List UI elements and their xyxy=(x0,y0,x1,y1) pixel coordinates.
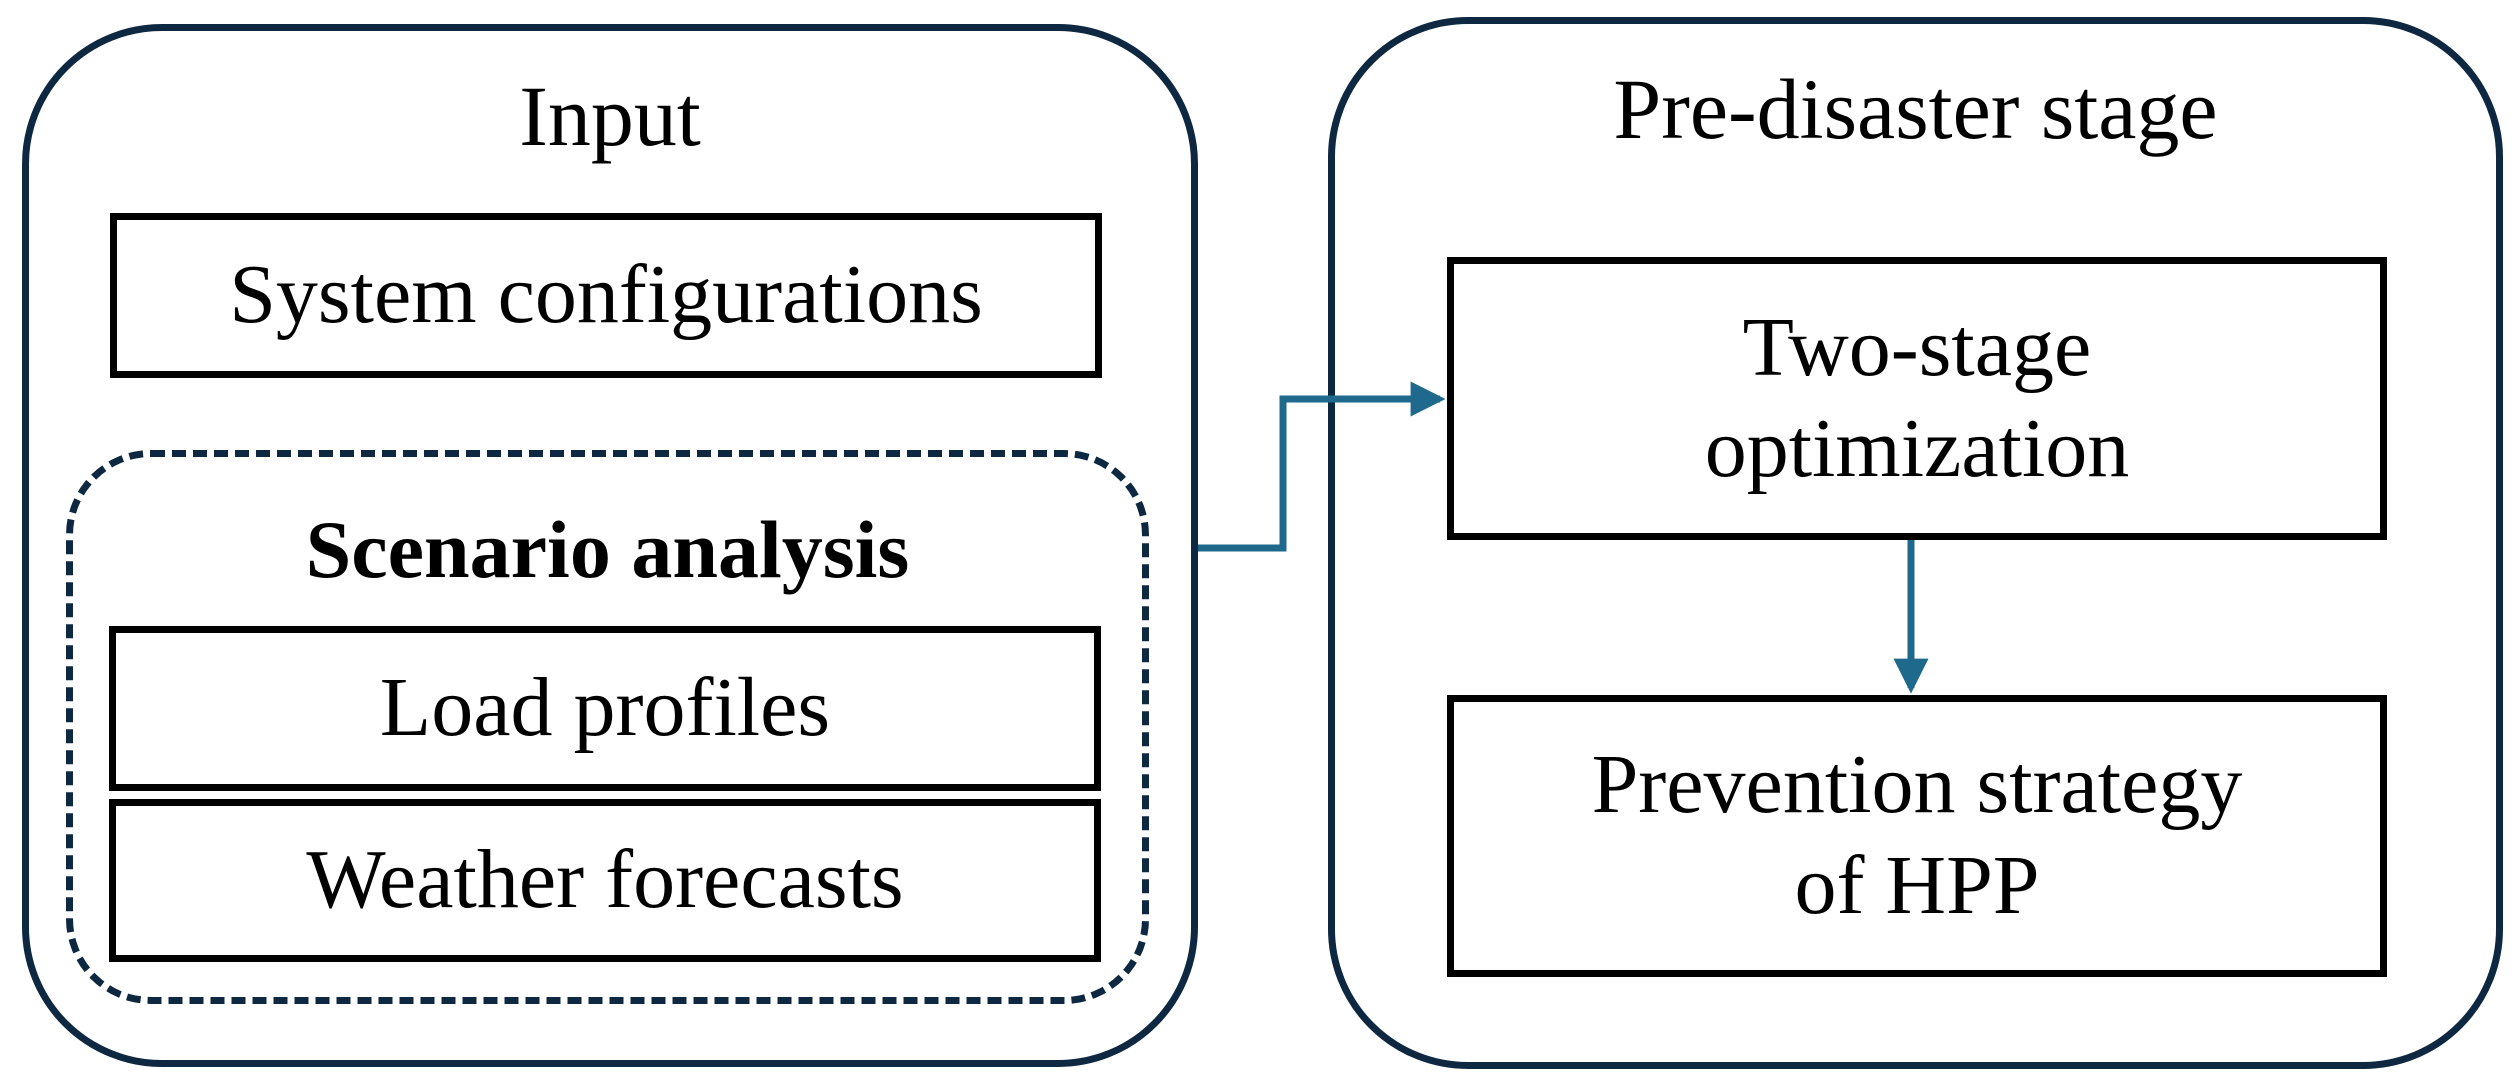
scenario-analysis-group: Scenario analysis xyxy=(66,450,1149,1004)
weather-forecasts-label: Weather forecasts xyxy=(306,833,904,927)
load-profiles-box: Load profiles xyxy=(109,626,1101,791)
prevention-strategy-line-1: Prevention strategy xyxy=(1591,738,2243,832)
prevention-strategy-box: Prevention strategy of HPP xyxy=(1447,695,2387,977)
weather-forecasts-box: Weather forecasts xyxy=(109,799,1101,962)
two-stage-optimization-box: Two-stage optimization xyxy=(1447,257,2387,540)
input-panel-title: Input xyxy=(519,68,701,164)
prevention-strategy-line-2: of HPP xyxy=(1794,839,2040,932)
scenario-analysis-title: Scenario analysis xyxy=(305,504,910,595)
system-configurations-box: System configurations xyxy=(110,213,1102,378)
two-stage-optimization-line-1: Two-stage xyxy=(1742,300,2092,394)
two-stage-optimization-text: Two-stage optimization xyxy=(1705,298,2130,500)
two-stage-optimization-line-2: optimization xyxy=(1704,401,2130,495)
load-profiles-label: Load profiles xyxy=(379,661,831,755)
pre-disaster-panel-title: Pre-disaster stage xyxy=(1613,61,2218,157)
prevention-strategy-text: Prevention strategy of HPP xyxy=(1592,735,2243,937)
system-configurations-label: System configurations xyxy=(229,248,983,342)
